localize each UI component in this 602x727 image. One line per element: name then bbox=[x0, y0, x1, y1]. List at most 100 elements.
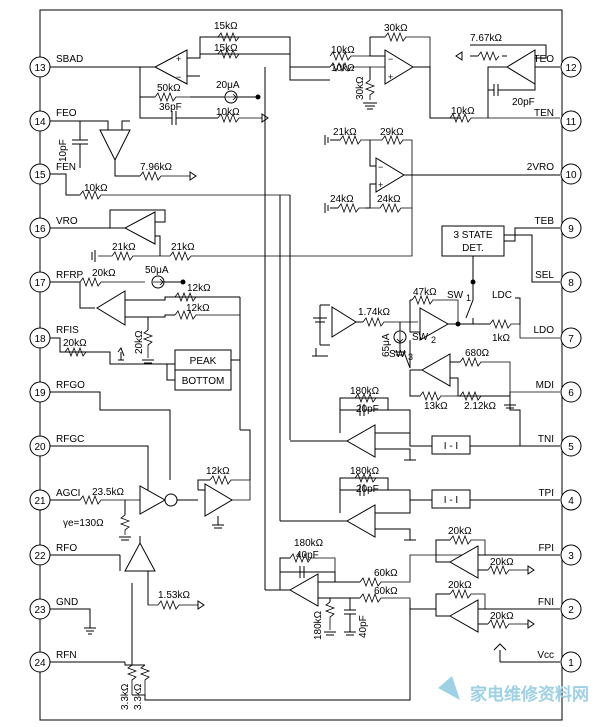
te-opamp bbox=[384, 49, 414, 85]
svg-text:FEO: FEO bbox=[56, 108, 77, 119]
teo-opamp bbox=[506, 49, 536, 85]
svg-text:FNI: FNI bbox=[538, 597, 554, 608]
pin-18: 18 RFIS bbox=[29, 325, 79, 349]
svg-text:+: + bbox=[388, 72, 393, 82]
pin-9: 9 TEB bbox=[535, 216, 582, 239]
svg-text:7.96kΩ: 7.96kΩ bbox=[140, 162, 172, 173]
svg-text:12kΩ: 12kΩ bbox=[186, 303, 210, 314]
svg-text:15: 15 bbox=[34, 170, 46, 181]
svg-text:21kΩ: 21kΩ bbox=[333, 127, 357, 138]
svg-text:12: 12 bbox=[565, 63, 577, 74]
fe-opamp bbox=[99, 129, 131, 162]
svg-text:3 STATE: 3 STATE bbox=[453, 230, 492, 241]
svg-text:20pF: 20pF bbox=[356, 484, 379, 495]
svg-text:−: − bbox=[378, 162, 383, 172]
tpi-opamp bbox=[345, 504, 376, 538]
fo-block: 180kΩ 40pF 180kΩ 40pF 60kΩ 60kΩ bbox=[264, 67, 480, 640]
fni-opamp bbox=[448, 599, 479, 633]
svg-text:11: 11 bbox=[566, 117, 577, 128]
svg-text:10: 10 bbox=[565, 170, 577, 181]
pin-22: 22 RFO bbox=[29, 543, 77, 566]
fpi-opamp bbox=[448, 545, 479, 579]
agc-block: 23.5kΩ γe=130Ω 12kΩ bbox=[50, 391, 251, 541]
svg-text:24kΩ: 24kΩ bbox=[330, 194, 354, 205]
rfo-opamp bbox=[124, 541, 156, 572]
ld-ref-opamp bbox=[331, 306, 357, 338]
tni-block: I - I 180kΩ 20pF bbox=[290, 386, 560, 461]
pin-19: 19 RFGO bbox=[29, 380, 85, 403]
svg-text:TEN: TEN bbox=[534, 108, 554, 119]
svg-text:40pF: 40pF bbox=[358, 615, 369, 638]
pin-4: 4 TPI bbox=[538, 488, 582, 511]
svg-text:RFRP: RFRP bbox=[56, 270, 84, 281]
svg-text:10kΩ: 10kΩ bbox=[331, 45, 355, 56]
svg-text:20kΩ: 20kΩ bbox=[490, 611, 514, 622]
pin-7: 7 LDO bbox=[533, 325, 582, 349]
te-amplifier-block: 10kΩ 10kΩ 30kΩ 30kΩ − + bbox=[289, 23, 460, 119]
svg-text:TNI: TNI bbox=[538, 434, 554, 445]
vro-buffer-block: 21kΩ 21kΩ bbox=[50, 208, 413, 262]
svg-text:20kΩ: 20kΩ bbox=[448, 526, 472, 537]
pin-2: 2 FNI bbox=[538, 597, 582, 620]
svg-text:40pF: 40pF bbox=[296, 550, 319, 561]
rfrp-peak-block: 20kΩ 50μA 12kΩ 12kΩ 20kΩ bbox=[50, 265, 241, 430]
svg-text:23.5kΩ: 23.5kΩ bbox=[92, 487, 124, 498]
svg-text:20pF: 20pF bbox=[356, 404, 379, 415]
svg-text:30kΩ: 30kΩ bbox=[384, 23, 408, 34]
tpi-ii-box bbox=[431, 489, 471, 509]
svg-text:24kΩ: 24kΩ bbox=[377, 194, 401, 205]
svg-text:65μA: 65μA bbox=[381, 333, 392, 357]
svg-text:−: − bbox=[388, 54, 393, 64]
left-pin-column: 13 SBAD 14 FEO 15 FEN 16 VRO 17 RFRP 18 … bbox=[29, 54, 85, 673]
vr2-opamp bbox=[375, 157, 405, 193]
svg-text:FPI: FPI bbox=[538, 543, 554, 554]
svg-text:6: 6 bbox=[568, 388, 574, 399]
svg-text:PEAK: PEAK bbox=[190, 356, 217, 367]
svg-text:29kΩ: 29kΩ bbox=[380, 127, 404, 138]
svg-text:50μA: 50μA bbox=[145, 265, 169, 276]
svg-text:RFGO: RFGO bbox=[56, 380, 85, 391]
svg-text:36pF: 36pF bbox=[159, 102, 182, 113]
svg-text:17: 17 bbox=[34, 278, 46, 289]
pin-3: 3 FPI bbox=[538, 543, 582, 566]
svg-text:21kΩ: 21kΩ bbox=[112, 242, 136, 253]
svg-text:SW: SW bbox=[389, 349, 406, 360]
svg-text:20: 20 bbox=[34, 442, 46, 453]
svg-text:3.3kΩ: 3.3kΩ bbox=[120, 683, 131, 710]
svg-text:VRO: VRO bbox=[56, 216, 78, 227]
svg-text:BOTTOM: BOTTOM bbox=[182, 376, 225, 387]
svg-text:18: 18 bbox=[34, 334, 46, 345]
sbad-amplifier-block: 15kΩ 15kΩ 50kΩ 36pF 20μA 10kΩ + − bbox=[50, 21, 291, 125]
chip-outline bbox=[39, 9, 563, 721]
tni-ii-box bbox=[431, 435, 471, 455]
svg-text:1: 1 bbox=[466, 293, 471, 303]
svg-text:60kΩ: 60kΩ bbox=[374, 586, 398, 597]
watermark-logo bbox=[438, 676, 460, 700]
fe-amplifier-block: 10pF 7.96kΩ 10kΩ bbox=[50, 120, 291, 440]
svg-text:SBAD: SBAD bbox=[56, 54, 83, 65]
svg-text:10kΩ: 10kΩ bbox=[216, 107, 240, 118]
svg-text:3: 3 bbox=[408, 352, 413, 362]
svg-text:2.12kΩ: 2.12kΩ bbox=[464, 401, 496, 412]
svg-text:10kΩ: 10kΩ bbox=[84, 183, 108, 194]
vro-opamp bbox=[123, 211, 156, 245]
mdi-opamp bbox=[420, 353, 451, 387]
svg-text:DET.: DET. bbox=[462, 243, 484, 254]
svg-text:1.74kΩ: 1.74kΩ bbox=[358, 307, 390, 318]
svg-text:19: 19 bbox=[34, 388, 46, 399]
svg-text:+: + bbox=[378, 180, 383, 190]
svg-text:AGCI: AGCI bbox=[56, 488, 80, 499]
svg-text:2: 2 bbox=[431, 335, 436, 345]
pin-1: 1 Vcc bbox=[537, 650, 582, 673]
svg-text:RFGC: RFGC bbox=[56, 434, 84, 445]
pin-6: 6 MDI bbox=[536, 380, 582, 403]
svg-text:12kΩ: 12kΩ bbox=[187, 283, 211, 294]
svg-text:15kΩ: 15kΩ bbox=[214, 43, 238, 54]
svg-text:I - I: I - I bbox=[444, 441, 458, 452]
pin-10: 10 2VRO bbox=[527, 162, 582, 185]
svg-text:+: + bbox=[176, 54, 181, 64]
svg-text:7: 7 bbox=[568, 334, 574, 345]
rfo-block: 1.53kΩ 3.3kΩ 3.3kΩ bbox=[50, 536, 411, 710]
svg-text:TPI: TPI bbox=[538, 488, 554, 499]
